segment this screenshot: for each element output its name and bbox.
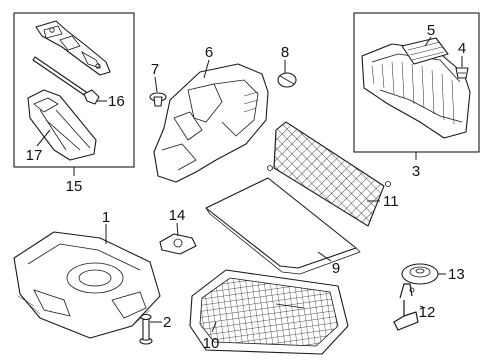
tool-bag — [27, 89, 97, 161]
wire-bracket — [393, 283, 419, 331]
callout-9: 9 — [332, 260, 340, 277]
tie-down-nut — [401, 263, 439, 285]
trunk-side-trim — [153, 63, 269, 183]
callout-10: 10 — [203, 335, 220, 352]
leader-9 — [317, 251, 332, 262]
cargo-tray — [189, 269, 349, 355]
leader-7 — [154, 76, 158, 93]
leader-12 — [419, 305, 426, 309]
cargo-net — [267, 121, 391, 227]
callout-6: 6 — [205, 44, 213, 61]
callout-15: 15 — [66, 178, 83, 195]
callout-16: 16 — [108, 93, 125, 110]
callout-3: 3 — [412, 163, 420, 180]
spare-tire-well — [13, 231, 161, 339]
scissor-jack — [35, 20, 111, 76]
callout-8: 8 — [281, 44, 289, 61]
shelf-clip — [455, 67, 469, 79]
callout-1: 1 — [102, 209, 110, 226]
callout-7: 7 — [151, 61, 159, 78]
callout-5: 5 — [427, 22, 435, 39]
retainer-clip — [277, 72, 297, 88]
callout-12: 12 — [419, 304, 436, 321]
leader-17 — [36, 129, 51, 147]
hold-down-bolt — [139, 313, 153, 345]
callout-13: 13 — [448, 266, 465, 283]
callout-17: 17 — [26, 147, 43, 164]
leader-5 — [424, 36, 432, 47]
jack-handle — [32, 56, 100, 105]
callout-11: 11 — [383, 193, 399, 210]
callout-4: 4 — [458, 40, 466, 57]
shelf-cover-panel — [401, 37, 449, 65]
leader-14 — [176, 222, 179, 237]
leader-6 — [203, 59, 210, 79]
leader-10 — [211, 321, 217, 333]
callout-14: 14 — [169, 207, 186, 224]
push-pin-clip — [149, 92, 167, 107]
callout-2: 2 — [163, 314, 171, 331]
cargo-hook — [159, 233, 197, 255]
